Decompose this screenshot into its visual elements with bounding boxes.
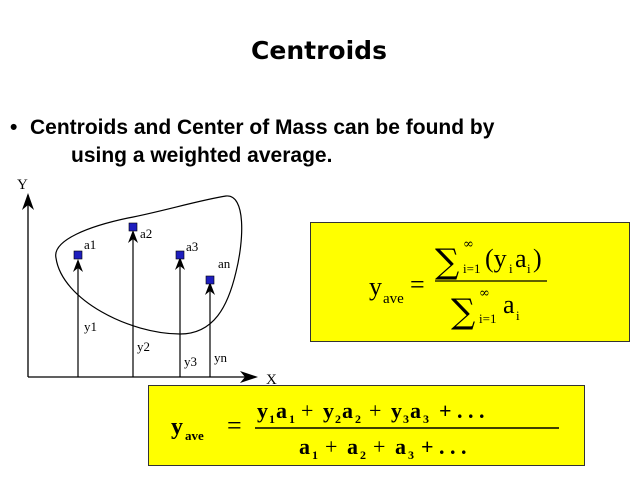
ave-lhs-sub: ave bbox=[383, 291, 404, 307]
average-formula: y ave = ∑ ∞ i=1 (y i a i ) ∑ ∞ i=1 a i bbox=[369, 237, 547, 332]
bullet-text-line-1: Centroids and Center of Mass can be foun… bbox=[30, 116, 495, 139]
y-axis-label: Y bbox=[17, 177, 28, 193]
w-num-y3: y bbox=[391, 398, 402, 423]
w-den-a3: a bbox=[395, 434, 406, 459]
label-a2: a2 bbox=[140, 226, 152, 241]
label-y3: y3 bbox=[184, 354, 197, 369]
ave-lhs-var: y bbox=[369, 272, 382, 301]
w-num-a1: a bbox=[276, 398, 287, 423]
num-term-close: ) bbox=[533, 244, 542, 273]
w-den-a2: a bbox=[347, 434, 358, 459]
y-axis-arrowhead bbox=[22, 193, 34, 210]
arrow-y1-head bbox=[73, 259, 83, 272]
arrow-y3-head bbox=[175, 257, 185, 270]
marker-a2 bbox=[128, 222, 138, 232]
w-den-a1-sub: 1 bbox=[312, 448, 318, 462]
bullet-text-line-2: using a weighted average. bbox=[71, 144, 333, 167]
label-y1: y1 bbox=[84, 319, 97, 334]
slide-title: Centroids bbox=[251, 36, 387, 65]
w-num-plus-dots: + . . . bbox=[439, 398, 485, 423]
label-y2: y2 bbox=[137, 339, 150, 354]
x-axis-label: X bbox=[266, 372, 277, 388]
marker-a3 bbox=[175, 250, 185, 260]
w-num-a3: a bbox=[410, 398, 421, 423]
w-den-plus-2: + bbox=[373, 434, 385, 459]
w-den-a1: a bbox=[299, 434, 310, 459]
num-term-sub-i: i bbox=[509, 261, 513, 276]
w-num-y3-sub: 3 bbox=[403, 412, 409, 426]
w-lhs-sub: ave bbox=[185, 428, 204, 443]
num-sum-symbol: ∑ bbox=[435, 242, 459, 282]
average-formula-box: y ave = ∑ ∞ i=1 (y i a i ) ∑ ∞ i=1 a i bbox=[310, 222, 630, 342]
weighted-formula: y ave = y 1 a 1 + y 2 a 2 + y 3 a 3 + . … bbox=[171, 398, 559, 462]
label-an: an bbox=[218, 256, 231, 271]
w-num-y1: y bbox=[257, 398, 268, 423]
num-lower-limit: i=1 bbox=[463, 261, 480, 276]
den-lower-limit: i=1 bbox=[479, 311, 496, 326]
num-term-open: (y bbox=[485, 244, 507, 273]
bullet-marker: • bbox=[10, 116, 18, 139]
marker-an bbox=[205, 275, 215, 285]
label-yn: yn bbox=[214, 350, 228, 365]
w-num-y2-sub: 2 bbox=[335, 412, 341, 426]
w-num-plus-2: + bbox=[369, 398, 381, 423]
num-term-sub-i2: i bbox=[527, 261, 531, 276]
den-upper-limit: ∞ bbox=[479, 286, 490, 301]
region-outline bbox=[55, 195, 243, 335]
w-num-a2-sub: 2 bbox=[355, 412, 361, 426]
weighted-formula-box: y ave = y 1 a 1 + y 2 a 2 + y 3 a 3 + . … bbox=[148, 385, 585, 466]
num-term-a: a bbox=[515, 244, 527, 273]
w-num-y2: y bbox=[323, 398, 334, 423]
arrow-yn-head bbox=[205, 282, 215, 295]
w-den-plus-dots: + . . . bbox=[421, 434, 467, 459]
ave-equals: = bbox=[410, 270, 425, 299]
num-upper-limit: ∞ bbox=[463, 237, 474, 252]
w-num-y1-sub: 1 bbox=[269, 412, 275, 426]
marker-a1 bbox=[73, 250, 83, 260]
den-sum-symbol: ∑ bbox=[451, 292, 475, 332]
w-num-a1-sub: 1 bbox=[289, 412, 295, 426]
w-den-a2-sub: 2 bbox=[360, 448, 366, 462]
w-equals: = bbox=[227, 411, 242, 440]
label-a1: a1 bbox=[84, 237, 96, 252]
arrow-y2-head bbox=[128, 230, 138, 243]
den-term-a: a bbox=[503, 290, 515, 319]
w-lhs-var: y bbox=[171, 414, 183, 440]
w-num-plus-1: + bbox=[301, 398, 313, 423]
x-axis-arrowhead bbox=[240, 371, 258, 383]
den-term-sub-i: i bbox=[516, 308, 520, 323]
label-a3: a3 bbox=[186, 239, 198, 254]
w-den-a3-sub: 3 bbox=[408, 448, 414, 462]
w-num-a2: a bbox=[342, 398, 353, 423]
w-den-plus-1: + bbox=[325, 434, 337, 459]
w-num-a3-sub: 3 bbox=[423, 412, 429, 426]
